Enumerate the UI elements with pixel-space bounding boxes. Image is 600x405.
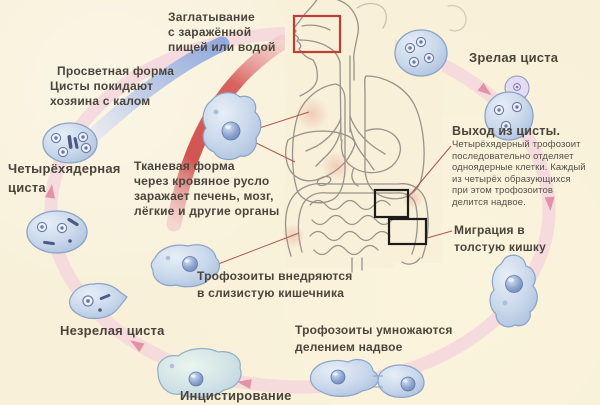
label-mature-cyst: Зрелая циста [469,50,559,65]
label-immature-cyst: Незрелая циста [60,323,165,338]
invading-trophozoite-cell [150,244,220,288]
four-nucleus-cyst-cell-upper [42,122,98,164]
label-luminal-form-title: Просветная форма [57,64,175,78]
tissue-trophozoite-cell [202,92,262,161]
mature-cyst-cell [394,29,448,77]
organ-infection-blushes [281,97,424,248]
label-swallowing: Заглатывание с заражённой пищей или водо… [168,10,276,54]
label-cyst-exit: Выход из цисты. Четырёхядерный трофозоит… [452,124,586,208]
label-cyst-exit-title: Выход из цисты. [452,124,561,138]
ileum-highlight-box [373,188,410,219]
label-encystation: Инцистирование [180,388,292,403]
label-invade: Трофозоиты внедряются в слизистую кишечн… [197,269,353,300]
label-multiply: Трофозоиты умножаются делением надвое [295,323,453,354]
immature-cyst-cell [68,282,128,320]
cecum-highlight-box [387,217,428,246]
four-nucleus-cyst-cell-lower [26,210,88,254]
label-cyst-exit-body: Четырёхядерный трофозоит последовательно… [452,139,586,208]
label-four-nucleus-cyst: Четырёхядерная циста [8,161,121,195]
luminal-route-band [74,36,230,154]
label-migration: Миграция в толстую кишку [454,223,546,254]
migrating-trophozoite-cell [489,254,538,328]
label-luminal-form: Просветная форма Цисты покидают хозяина … [50,64,175,108]
excysting-cyst-cell [484,75,534,141]
mouth-highlight-box [292,14,342,54]
dividing-trophozoites-cell [309,359,425,398]
label-tissue-form-title: Тканевая форма [134,159,235,173]
label-tissue-form: Тканевая форма через кровяное русло зара… [134,159,280,218]
encysting-cell [157,347,242,399]
